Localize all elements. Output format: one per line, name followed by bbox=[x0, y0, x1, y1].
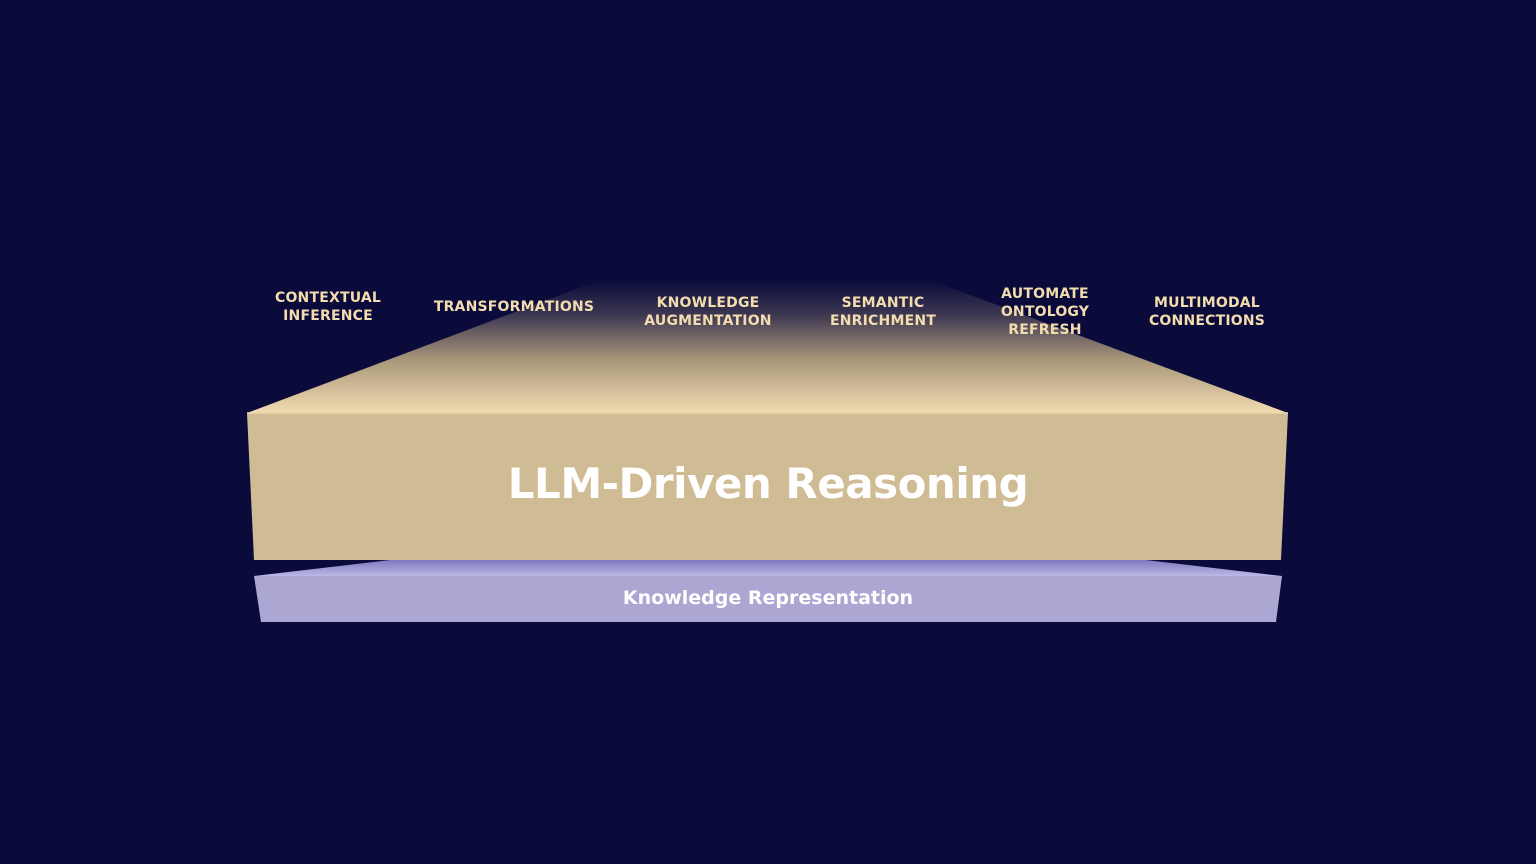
main-block-front-face bbox=[247, 413, 1288, 560]
capability-knowledge-augmentation: KNOWLEDGE AUGMENTATION bbox=[644, 295, 772, 329]
base-block-top-face bbox=[254, 560, 1282, 576]
base-block-front-face bbox=[254, 576, 1282, 622]
main-block-top-face bbox=[247, 280, 1288, 413]
capability-contextual-inference: CONTEXTUAL INFERENCE bbox=[274, 290, 382, 324]
capability-multimodal-connections: MULTIMODAL CONNECTIONS bbox=[1148, 295, 1266, 329]
base-block-label: Knowledge Representation bbox=[622, 587, 914, 609]
capability-automate-ontology-refresh: AUTOMATE ONTOLOGY REFRESH bbox=[1000, 286, 1090, 338]
capability-semantic-enrichment: SEMANTIC ENRICHMENT bbox=[829, 295, 937, 329]
main-block-label: LLM-Driven Reasoning bbox=[507, 459, 1029, 508]
capability-transformations: TRANSFORMATIONS bbox=[433, 299, 595, 315]
